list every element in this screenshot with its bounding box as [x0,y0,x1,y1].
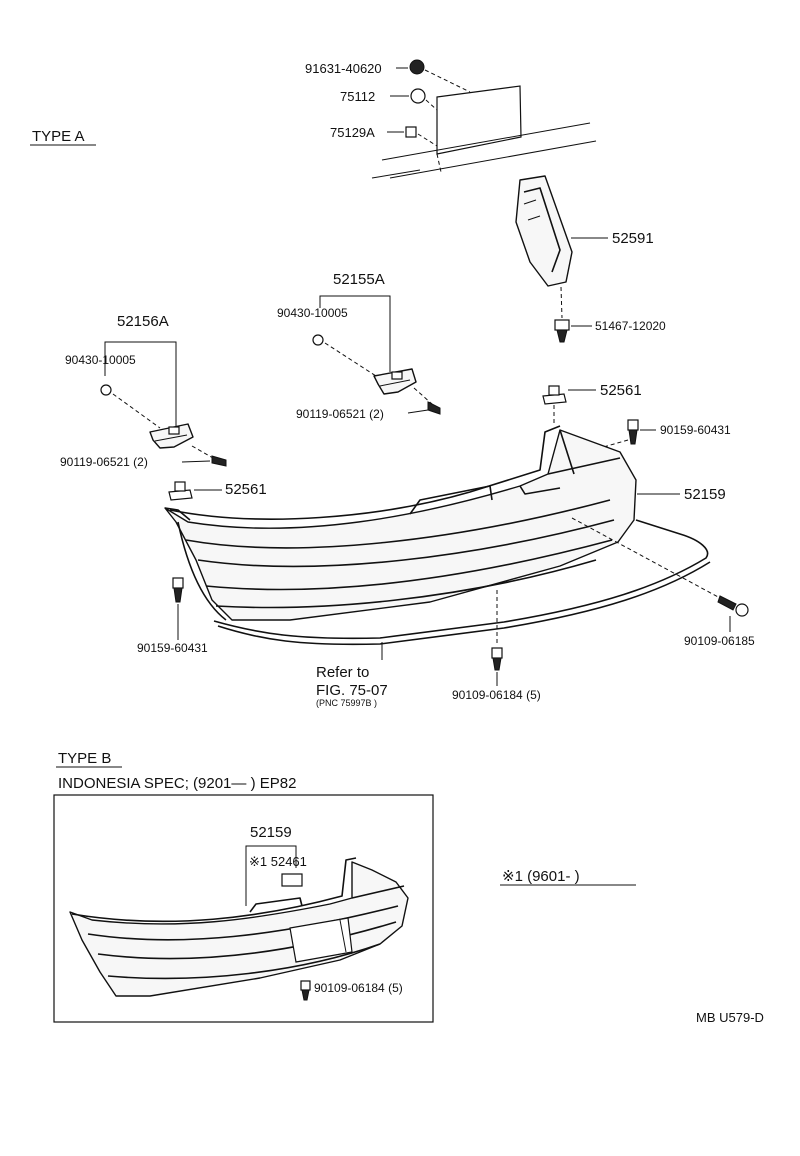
retainer-52156a [149,423,194,449]
label-90430-10005-right: 90430-10005 [277,306,348,320]
bracket-52591 [515,175,573,287]
label-52461: ※1 52461 [249,854,307,869]
label-90109-06184-a: 90109-06184 (5) [452,688,541,702]
label-51467-12020: 51467-12020 [595,319,666,333]
refer-line-3: (PNC 75997B ) [316,698,377,708]
rear-bumper-type-b [69,857,409,997]
refer-line-1: Refer to [316,664,369,681]
footnote-9601: ※1 (9601- ) [502,868,580,885]
screw-90119-right-icon [427,401,441,415]
type-b-frame [53,794,434,1023]
clip-52561-right-icon [542,385,567,405]
label-52155a: 52155A [333,271,385,288]
label-90109-06185: 90109-06185 [684,634,755,648]
clip-52561-left-icon [168,481,193,501]
retainer-52155a [373,368,417,395]
screw-90109-06185-icon [717,595,749,617]
type-a-heading: TYPE A [32,128,85,145]
bolt-91631-icon [409,59,425,75]
emblem-52461-icon [281,873,303,887]
screw-90109-type-b-icon [300,980,311,1001]
clip-75129a-icon [405,126,417,138]
label-52591: 52591 [612,230,654,247]
rear-bumper-52159 [164,425,637,621]
label-52561-left: 52561 [225,481,267,498]
nut-90430-right-icon [312,334,324,346]
clip-51467-icon [554,319,570,343]
label-75112: 75112 [340,89,375,104]
refer-line-2: FIG. 75-07 [316,682,388,699]
type-b-spec: INDONESIA SPEC; (9201— ) EP82 [58,775,296,792]
label-90119-06521-right: 90119-06521 (2) [296,407,384,421]
label-90109-06184-b: 90109-06184 (5) [314,981,403,995]
label-52159-type-b: 52159 [250,824,292,841]
nut-90430-left-icon [100,384,112,396]
label-90159-60431-right: 90159-60431 [660,423,731,437]
diagram-code: MB U579-D [696,1010,764,1025]
label-90119-06521-left: 90119-06521 (2) [60,455,148,469]
bolt-90159-left-icon [172,577,184,603]
label-52159: 52159 [684,486,726,503]
license-plate-panel [371,85,597,179]
bolt-90159-right-icon [627,419,639,445]
label-91631-40620: 91631-40620 [305,61,382,76]
screw-90119-left-icon [211,455,227,467]
grommet-75112-icon [410,88,426,104]
label-75129a: 75129A [330,125,375,140]
label-90430-10005-left: 90430-10005 [65,353,136,367]
label-90159-60431-left: 90159-60431 [137,641,208,655]
label-52561-right: 52561 [600,382,642,399]
lower-valance-outline [213,519,709,640]
label-52156a: 52156A [117,313,169,330]
screw-90109-06184-icon [491,647,503,671]
type-b-heading: TYPE B [58,750,111,767]
